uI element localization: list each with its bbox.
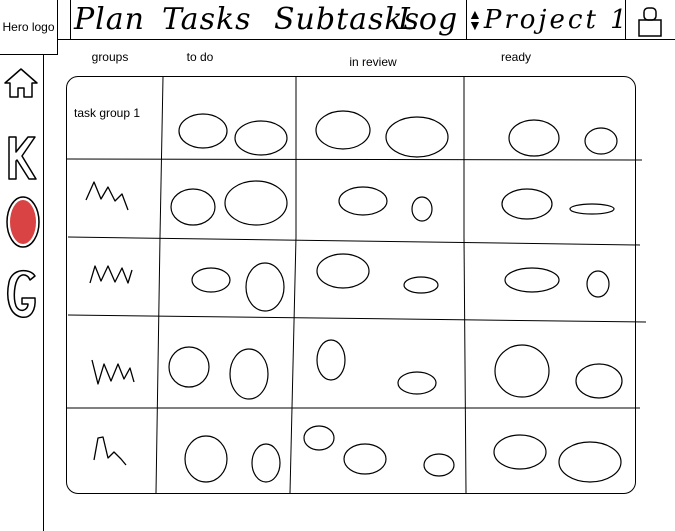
home-icon[interactable] [3, 66, 39, 100]
project-selector[interactable]: ▲▼ Project 1 [468, 2, 627, 38]
nav-divider [466, 0, 467, 40]
tab-log[interactable]: Log [398, 2, 459, 37]
user-icon[interactable] [636, 6, 664, 38]
letter-k-icon[interactable] [5, 133, 37, 183]
red-circle-icon[interactable] [3, 193, 43, 251]
nav-divider [70, 0, 71, 40]
letter-g-icon[interactable] [4, 266, 40, 322]
tab-subtasks[interactable]: Subtasks [274, 2, 420, 37]
tab-tasks[interactable]: Tasks [162, 2, 252, 37]
kanban-board [66, 76, 636, 494]
nav-divider [625, 0, 626, 40]
column-header-to-do: to do [186, 50, 214, 64]
project-name: Project 1 [483, 5, 630, 35]
tab-plan[interactable]: Plan [74, 2, 145, 37]
column-header-in-review: in review [349, 55, 397, 69]
sort-arrows-icon[interactable]: ▲▼ [468, 6, 482, 33]
sidebar-divider [43, 55, 44, 531]
top-navigation: Plan Tasks Subtasks Log ▲▼ Project 1 [58, 0, 675, 40]
hero-logo[interactable]: Hero logo [0, 0, 58, 55]
group-label: task group 1 [74, 106, 141, 120]
column-header-ready: ready [500, 50, 532, 64]
column-header-groups: groups [91, 50, 129, 64]
hero-logo-text: Hero logo [2, 20, 55, 34]
